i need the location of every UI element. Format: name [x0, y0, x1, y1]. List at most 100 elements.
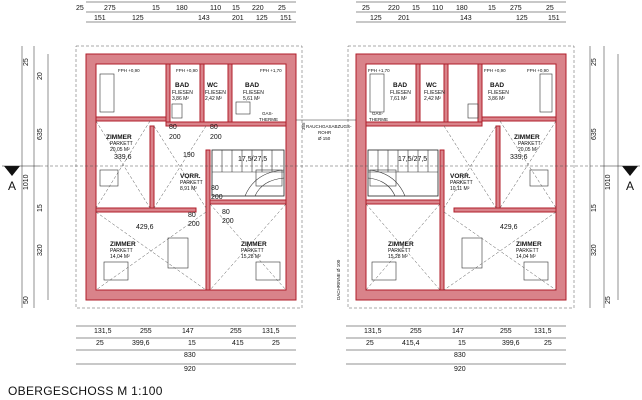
svg-text:2,42 M²: 2,42 M²: [424, 96, 441, 102]
svg-text:80: 80: [210, 124, 218, 131]
bed-right-1: [369, 169, 397, 187]
stair-right: [367, 149, 439, 197]
svg-text:275: 275: [510, 5, 522, 12]
wall-left-4: [227, 63, 233, 127]
house-right: BAD FLIESEN 7,61 M² WC FLIESEN 2,42 M² B…: [347, 45, 575, 309]
svg-text:FLIESEN: FLIESEN: [172, 90, 193, 96]
svg-text:20,05 M²: 20,05 M²: [110, 147, 130, 153]
stair-label-right: 17,5/27,5: [398, 156, 427, 163]
svg-text:200: 200: [211, 194, 223, 201]
svg-text:201: 201: [398, 15, 410, 22]
svg-text:131,5: 131,5: [94, 328, 112, 335]
svg-text:80: 80: [169, 124, 177, 131]
bed-right-3: [461, 237, 483, 269]
svg-text:320: 320: [37, 244, 44, 256]
svg-text:220: 220: [388, 5, 400, 12]
svg-text:143: 143: [198, 15, 210, 22]
svg-text:5,61 M²: 5,61 M²: [243, 96, 260, 102]
room-label-bad-2-left: BAD FLIESEN 5,61 M²: [243, 82, 264, 102]
dim-429-right: 429,6: [500, 224, 518, 231]
room-label-wc-right: WC FLIESEN 2,42 M²: [424, 82, 445, 102]
svg-text:8,91 M²: 8,91 M²: [180, 186, 197, 192]
gas-therme-left-2: THERME: [259, 117, 278, 122]
dim-429-left: 429,6: [136, 224, 154, 231]
bathtub-left: [99, 73, 115, 113]
svg-text:BAD: BAD: [245, 82, 259, 89]
svg-text:FLIESEN: FLIESEN: [205, 90, 226, 96]
svg-text:1010: 1010: [605, 174, 612, 190]
svg-text:7,61 M²: 7,61 M²: [390, 96, 407, 102]
svg-text:WC: WC: [207, 82, 218, 89]
fph-left-2: FPH +0,90: [176, 68, 198, 73]
svg-text:PARKETT: PARKETT: [110, 248, 133, 254]
dachrinne-note: DACHRINNE Ø 100: [336, 259, 341, 300]
svg-text:15: 15: [591, 204, 598, 212]
wall-left-7: [205, 149, 211, 291]
room-label-zimmer-1-left: ZIMMER PARKETT 20,05 M²: [106, 134, 133, 153]
bathtub-right-2: [539, 73, 553, 113]
bed-left-4: [255, 261, 281, 281]
stair-treads-right: [367, 150, 438, 197]
svg-text:151: 151: [94, 15, 106, 22]
wall-left-5: [165, 121, 287, 127]
svg-text:399,6: 399,6: [132, 340, 150, 347]
svg-text:FLIESEN: FLIESEN: [488, 90, 509, 96]
svg-text:PARKETT: PARKETT: [388, 248, 411, 254]
wall-right-3: [477, 63, 483, 127]
wall-left-2: [165, 63, 171, 127]
svg-text:399,6: 399,6: [502, 340, 520, 347]
svg-text:131,5: 131,5: [364, 328, 382, 335]
svg-text:80: 80: [211, 185, 219, 192]
svg-text:147: 147: [182, 328, 194, 335]
svg-text:125: 125: [370, 15, 382, 22]
wall-right-8: [453, 207, 557, 213]
room-label-zimmer-1-right: ZIMMER PARKETT 20,05 M²: [514, 134, 541, 153]
svg-text:635: 635: [37, 128, 44, 140]
svg-text:15,28 M²: 15,28 M²: [388, 254, 408, 260]
svg-text:110: 110: [432, 5, 443, 12]
svg-text:A: A: [8, 179, 16, 193]
svg-text:ZIMMER: ZIMMER: [388, 241, 414, 248]
svg-text:15: 15: [232, 5, 240, 12]
wall-right-1: [415, 63, 421, 127]
svg-text:A: A: [626, 179, 634, 193]
bed-left-2: [255, 169, 283, 187]
svg-text:3,86 M²: 3,86 M²: [488, 96, 505, 102]
toilet-right: [467, 103, 479, 119]
svg-text:110: 110: [210, 5, 221, 12]
side-dims-left: 25 20 635 1010 15 320 50: [21, 46, 49, 308]
bed-left-1: [99, 169, 119, 187]
svg-text:143: 143: [460, 15, 472, 22]
wall-right-7: [365, 199, 441, 205]
svg-text:15,28 M²: 15,28 M²: [241, 254, 261, 260]
svg-text:255: 255: [140, 328, 152, 335]
gas-therme-right-1: GAS-: [372, 111, 384, 116]
svg-text:15: 15: [37, 204, 44, 212]
toilet-left: [171, 103, 183, 119]
rauchgas-note-3: Ø 150: [318, 136, 331, 141]
svg-text:415,4: 415,4: [402, 340, 420, 347]
svg-text:25: 25: [362, 5, 370, 12]
svg-text:25: 25: [278, 5, 286, 12]
svg-text:14,04 M²: 14,04 M²: [516, 254, 536, 260]
svg-text:3,86 M²: 3,86 M²: [172, 96, 189, 102]
svg-text:15: 15: [188, 340, 196, 347]
bed-left-5: [103, 261, 129, 281]
svg-text:255: 255: [410, 328, 422, 335]
svg-text:25: 25: [76, 5, 84, 12]
svg-text:FLIESEN: FLIESEN: [243, 90, 264, 96]
svg-text:ZIMMER: ZIMMER: [241, 241, 267, 248]
wall-right-6: [439, 149, 445, 291]
svg-text:ZIMMER: ZIMMER: [106, 134, 132, 141]
room-label-bad-1-left: BAD FLIESEN 3,86 M²: [172, 82, 193, 102]
wall-right-4: [365, 121, 483, 127]
svg-text:151: 151: [280, 15, 292, 22]
svg-text:20: 20: [37, 72, 44, 80]
svg-text:80: 80: [222, 209, 230, 216]
bottom-dims-left: 131,5 255 147 255 131,5 25 399,6 15 415 …: [76, 325, 296, 373]
room-label-zimmer-3-right: ZIMMER PARKETT 14,04 M²: [516, 241, 542, 260]
room-label-bad-1-right: BAD FLIESEN 7,61 M²: [390, 82, 411, 102]
svg-text:2,42 M²: 2,42 M²: [205, 96, 222, 102]
svg-text:VORR.: VORR.: [450, 173, 471, 180]
top-dims-left: 25 275 15 180 110 15 220 25 151 125 143 …: [76, 1, 296, 23]
